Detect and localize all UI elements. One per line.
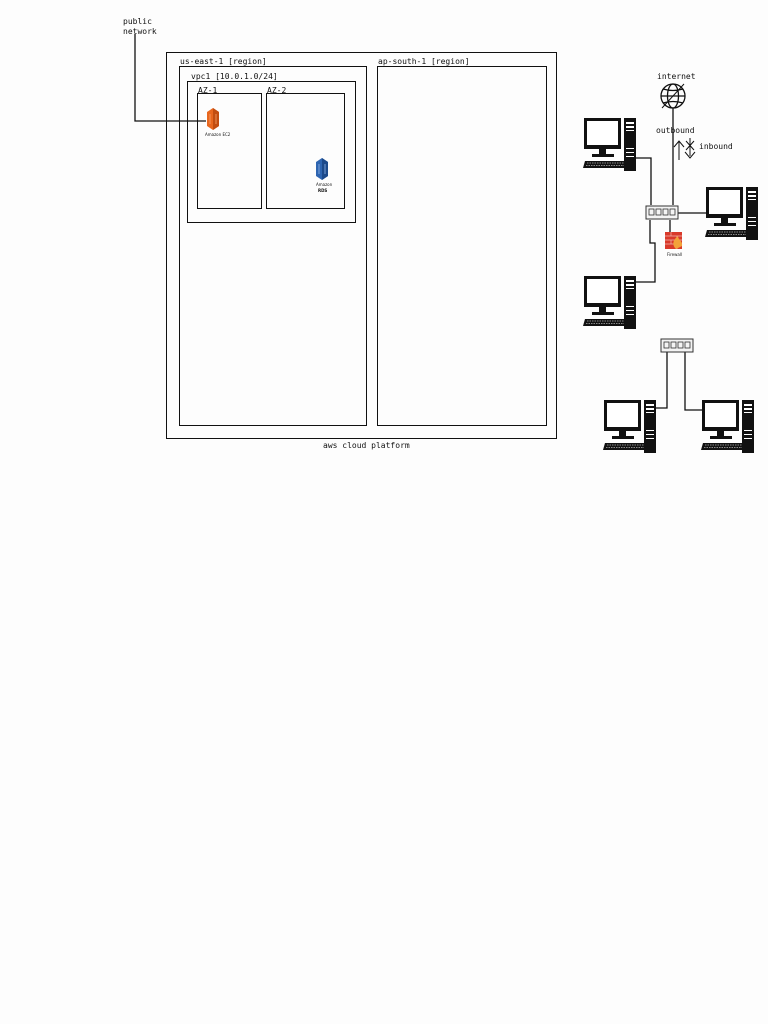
az2-label: AZ-2 <box>267 86 287 95</box>
top-network-switch <box>645 205 679 220</box>
ec2-service-label: Amazon EC2 <box>205 132 231 137</box>
firewall-icon <box>665 232 683 249</box>
inbound-arrow-icon <box>684 138 696 159</box>
public-network-label-line1: public <box>123 17 152 26</box>
amazon-rds-icon <box>316 158 328 180</box>
inbound-label: inbound <box>699 142 733 151</box>
aws-cloud-platform-label: aws cloud platform <box>323 441 410 450</box>
az1-box <box>197 93 262 209</box>
public-network-link <box>134 34 206 122</box>
top-network-links <box>636 108 707 283</box>
outbound-label: outbound <box>656 126 695 135</box>
region-ap-south-1-box <box>377 66 547 426</box>
rds-service-label-line2: RDS <box>318 188 328 193</box>
region-us-east-1-box <box>179 66 367 426</box>
firewall-label: Firewall <box>667 252 683 257</box>
pc-right-icon <box>704 186 759 241</box>
pc-bottom-left-icon <box>602 399 657 454</box>
internet-label: internet <box>657 72 696 81</box>
amazon-ec2-icon <box>207 108 219 130</box>
public-network-label-line2: network <box>123 27 157 36</box>
aws-cloud-platform-box <box>166 52 557 439</box>
bottom-network-switch <box>660 338 694 353</box>
pc-bottom-right-icon <box>700 399 755 454</box>
vpc1-label: vpc1 [10.0.1.0/24] <box>191 72 278 81</box>
bottom-network-links <box>656 352 703 411</box>
region-us-east-1-label: us-east-1 [region] <box>180 57 267 66</box>
pc-top-left-icon <box>582 117 637 172</box>
az2-box <box>266 93 345 209</box>
vpc1-box <box>187 81 356 223</box>
internet-globe-icon <box>660 83 686 109</box>
outbound-arrow-icon <box>673 140 685 160</box>
region-ap-south-1-label: ap-south-1 [region] <box>378 57 470 66</box>
pc-middle-left-icon <box>582 275 637 330</box>
az1-label: AZ-1 <box>198 86 218 95</box>
rds-service-label-line1: Amazon <box>316 182 333 187</box>
